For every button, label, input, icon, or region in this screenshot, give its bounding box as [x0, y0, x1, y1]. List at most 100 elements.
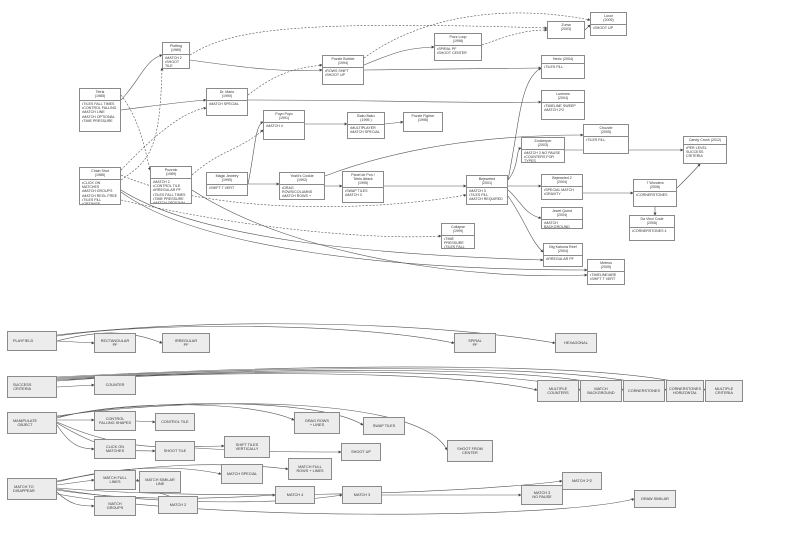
node-puzzle-bobble-title: Puzzle Bobble (1994) [323, 56, 363, 68]
node-bejeweled: Bejeweled (2001) •MATCH 3 •TILES FILL •M… [466, 175, 508, 205]
connector-51 [56, 424, 95, 451]
node-baku-baku-items: •MULTIPLAYER •MATCH SPECIAL [350, 125, 380, 135]
connector-55 [56, 478, 95, 486]
connector-8 [384, 120, 404, 125]
node-hexic-items: •TILES FILL [544, 64, 564, 69]
cat-shoot-up: SHOOT UP [341, 443, 381, 461]
node-dr-mario-title: Dr. Mario (1990) [207, 89, 247, 101]
cat-match-special: MATCH SPECIAL [221, 464, 263, 484]
node-meteos-items: •TIMELINE/ARE •SHIFT T VERT [590, 272, 617, 282]
connector-64 [56, 479, 563, 496]
cat-control-falling-shapes: CONTROL FALLING SHAPES [94, 411, 136, 431]
node-hexic-title: Hexic (2004) [542, 56, 584, 64]
node-plotting-title: Plotting (1989) [163, 43, 189, 55]
cat-shoot-tile: SHOOT TILE [155, 441, 195, 461]
connector-36 [56, 340, 95, 345]
node-chain-shot-items: •CLICK ON MATCHES •MATCH GROUPS •MATCH R… [82, 180, 118, 205]
node-bejeweled-2-title: Bejeweled 2 (2004) [542, 175, 582, 187]
node-luxor-items: •SHOOT UP [593, 25, 613, 30]
node-puzznic: Puzznic (1989) •MATCH 2 •CONTROL TILE •I… [150, 166, 192, 204]
connector-27 [120, 106, 207, 171]
connector-23 [191, 189, 588, 277]
node-yoshis-cookie: Yoshi's Cookie (1992) •DRAG ROWS/COLUMNS… [279, 172, 325, 200]
node-zuma: Zuma (2003) [547, 21, 585, 39]
connector-22 [120, 191, 588, 272]
cat-match-to-disappear: MATCH TO DISAPPEAR [7, 478, 57, 500]
node-candy-crush-items: •PER LEVEL SUCCESS CRITERIA [686, 145, 707, 159]
node-candy-crush-title: Candy Crush (2012) [684, 137, 726, 145]
connector-31 [481, 28, 548, 46]
node-da-vinci-code-items: •CORNERSTONES 4 [632, 228, 667, 233]
node-chuzzle: Chuzzle (2005) •TILES FILL [583, 124, 629, 154]
cat-manipulate-object: MANIPULATE OBJECT [7, 412, 57, 434]
connector-30 [363, 12, 591, 59]
node-collapse: Collapse (1999) •TIME PRESSURE •TILES FA… [441, 223, 475, 249]
connector-35 [189, 25, 548, 56]
connector-40 [56, 383, 95, 388]
node-jewel-quest-items: •MATCH BACKGROUND [544, 220, 570, 229]
node-lumines-title: Lumines (2004) [542, 91, 584, 103]
node-panel-de-pon-title: Panel de Pon / Tetris Attack (1995) [343, 172, 383, 189]
cat-match-3: MATCH 3 [342, 486, 382, 504]
cat-click-on-matches: CLICK ON MATCHES [94, 439, 136, 459]
node-puyo-puyo-items: •MATCH 4 [266, 123, 283, 128]
connector-54 [194, 447, 342, 454]
connector-16 [507, 67, 542, 181]
node-puzzle-bobble: Puzzle Bobble (1994) •ROWS SHIFT •SHOOT … [322, 55, 364, 85]
cat-match-2x2: MATCH 2*2 [562, 472, 602, 490]
connector-62 [56, 488, 343, 503]
node-yoshis-cookie-title: Yoshi's Cookie (1992) [280, 173, 324, 185]
node-bejeweled-title: Bejeweled (2001) [467, 176, 507, 188]
cat-rectangular-pf: RECTANGULAR PF [94, 333, 136, 353]
node-zookeeper-items: •MATCH 3 NO PAUSE •COUNTERS FOR TYPES [524, 150, 561, 163]
node-tetris-title: Tetris (1985) [80, 89, 120, 101]
node-luxor-title: Luxor (2005) [591, 13, 626, 25]
connector-1 [120, 98, 207, 111]
cat-irregular-pf: IRREGULAR PF [162, 333, 210, 353]
connector-2 [189, 59, 323, 72]
connector-33 [120, 199, 442, 238]
cat-shift-tiles-vertically: SHIFT TILES VERTICALLY [224, 436, 270, 458]
connector-5 [363, 45, 435, 66]
cat-match-similar-line: MATCH SIMILAR LINE [139, 471, 181, 493]
connector-29 [247, 63, 323, 96]
connector-56 [135, 478, 140, 482]
node-hexic: Hexic (2004) •TILES FILL [541, 55, 585, 79]
connector-28 [120, 67, 164, 181]
node-panel-de-pon-items: •SWAP TILES •MATCH 3 [345, 189, 368, 198]
node-puzz-loop-items: •SPIRAL PF •SHOOT CENTER [437, 46, 467, 56]
cat-match-2: MATCH 2 [158, 496, 198, 514]
node-zookeeper-title: Zookeeper (2003) [522, 138, 564, 150]
node-da-vinci-code: Da Vinci Code (2006) •CORNERSTONES 4 [629, 215, 675, 241]
cat-success-criteria: SUCCESS CRITERIA [7, 376, 57, 398]
node-meteos: Meteos (2005) •TIMELINE/ARE •SHIFT T VER… [587, 259, 625, 285]
node-tetris-items: •TILES FALL TIMES •CONTROL FALLING •MATC… [82, 101, 117, 123]
cat-cornerstones: CORNERSTONES [623, 380, 665, 402]
connector-38 [56, 325, 455, 344]
node-candy-crush: Candy Crush (2012) •PER LEVEL SUCCESS CR… [683, 136, 727, 164]
node-chuzzle-items: •TILES FILL [586, 137, 606, 142]
node-magic-jewelry-title: Magic Jewelry (1990) [207, 173, 247, 185]
cat-spiral-pf: SPIRAL PF [454, 333, 496, 353]
cat-multiple-criteria: MULTIPLE CRITERIA [705, 380, 743, 402]
cat-multiple-counters: MULTIPLE COUNTERS [537, 380, 579, 402]
node-jewel-quest-title: Jewel Quest (2004) [542, 208, 582, 220]
cat-match-groups: MATCH GROUPS [94, 496, 136, 516]
node-plotting: Plotting (1989) •MATCH 2 •SHOOT TILE [162, 42, 190, 69]
cat-match-4: MATCH 4 [275, 486, 315, 504]
cat-cornerstones-horizontal: CORNERSTONES HORIZONTAL [666, 380, 704, 402]
node-tetris: Tetris (1985) •TILES FALL TIMES •CONTROL… [79, 88, 121, 132]
node-puzzle-bobble-items: •ROWS SHIFT •SHOOT UP [325, 68, 349, 78]
connector-6 [247, 121, 264, 185]
connector-59 [56, 491, 95, 508]
node-lumines: Lumines (2004) •TIMELINE SWEEP •MATCH 2*… [541, 90, 585, 120]
connector-25 [584, 24, 591, 31]
node-big-kahuna-reef-items: •IRREGULAR PF [546, 256, 574, 261]
connector-45 [56, 366, 706, 391]
node-bejeweled-2-items: •SPECIAL MATCH •GRAVITY [544, 187, 574, 197]
connector-15 [507, 195, 544, 253]
node-big-kahuna-reef: Big Kahuna Reef (2004) •IRREGULAR PF [543, 243, 583, 267]
node-puzznic-title: Puzznic (1989) [151, 167, 191, 179]
node-collapse-items: •TIME PRESSURE •TILES FALL TIMES [444, 236, 465, 249]
